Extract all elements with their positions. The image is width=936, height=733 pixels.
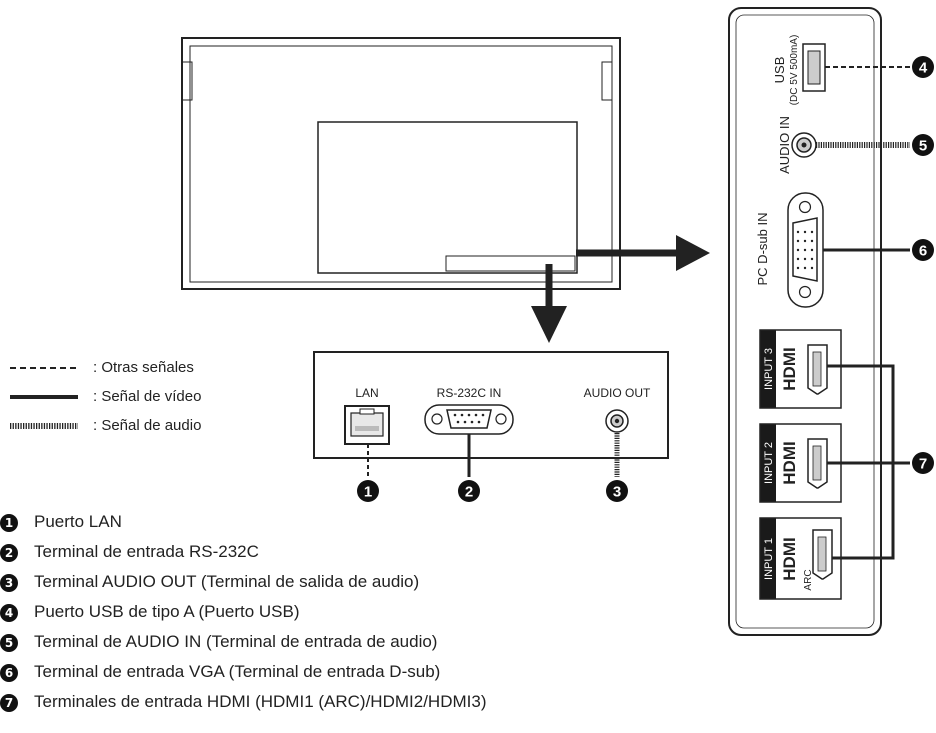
list-item-text: Terminales de entrada HDMI (HDMI1 (ARC)/… xyxy=(34,692,487,711)
callout-5: 5 xyxy=(912,134,934,156)
list-item-text: Puerto LAN xyxy=(34,512,122,531)
hdmi-input-3: INPUT 3 HDMI xyxy=(759,329,842,409)
number-badge: 3 xyxy=(0,574,18,592)
callout-7: 7 xyxy=(912,452,934,474)
list-item-text: Puerto USB de tipo A (Puerto USB) xyxy=(34,602,300,621)
audio-in-jack-icon xyxy=(791,132,817,158)
svg-text:3: 3 xyxy=(613,484,621,501)
usb-sub-label: (DC 5V 500mA) xyxy=(789,35,800,106)
hdmi-logo: HDMI xyxy=(780,537,799,580)
usb-port-icon xyxy=(802,43,826,92)
rs232-label: RS-232C IN xyxy=(437,386,502,400)
arrow-right xyxy=(576,235,710,271)
list-item-text: Terminal de AUDIO IN (Terminal de entrad… xyxy=(34,632,438,651)
lan-port-icon xyxy=(344,405,390,445)
legend-label: : Otras señales xyxy=(93,359,194,376)
svg-text:6: 6 xyxy=(919,243,927,260)
audio-in-label: AUDIO IN xyxy=(777,116,792,174)
callout-6: 6 xyxy=(912,239,934,261)
pc-dsub-label: PC D-sub IN xyxy=(755,213,770,286)
input1-label: INPUT 1 xyxy=(763,538,775,580)
input3-label: INPUT 3 xyxy=(763,348,775,390)
hdmi-input-1: INPUT 1 HDMI ARC xyxy=(759,517,842,600)
number-badge: 7 xyxy=(0,694,18,712)
number-badge: 1 xyxy=(0,514,18,532)
list-item-text: Terminal de entrada VGA (Terminal de ent… xyxy=(34,662,441,681)
arrow-down xyxy=(531,264,567,343)
svg-text:7: 7 xyxy=(919,456,927,473)
list-item-text: Terminal AUDIO OUT (Terminal de salida d… xyxy=(34,572,420,591)
bottom-connector-panel: LAN RS-232C IN AUDIO OUT xyxy=(313,351,669,477)
rs232c-port-icon xyxy=(424,404,514,435)
number-badge: 5 xyxy=(0,634,18,652)
arc-label: ARC xyxy=(803,569,814,590)
hdmi-bracket xyxy=(827,364,910,560)
legend-label: : Señal de vídeo xyxy=(93,388,202,405)
list-item-text: Terminal de entrada RS-232C xyxy=(34,542,259,561)
input2-label: INPUT 2 xyxy=(763,442,775,484)
lan-label: LAN xyxy=(355,386,378,400)
number-badge: 6 xyxy=(0,664,18,682)
callouts: 1 2 3 4 5 6 7 xyxy=(357,56,934,502)
hdmi-logo: HDMI xyxy=(780,441,799,484)
number-badge: 4 xyxy=(0,604,18,622)
callout-3: 3 xyxy=(606,480,628,502)
number-badge: 2 xyxy=(0,544,18,562)
svg-text:2: 2 xyxy=(465,484,473,501)
callout-2: 2 xyxy=(458,480,480,502)
svg-text:1: 1 xyxy=(364,484,372,501)
audio-out-jack-icon xyxy=(605,409,629,433)
callout-4: 4 xyxy=(912,56,934,78)
port-description-list: 1 Puerto LAN 2 Terminal de entrada RS-23… xyxy=(0,512,700,732)
hdmi-logo: HDMI xyxy=(780,347,799,390)
callout-1: 1 xyxy=(357,480,379,502)
legend-lines xyxy=(10,367,78,429)
audio-out-label: AUDIO OUT xyxy=(584,386,651,400)
side-connector-panel: USB (DC 5V 500mA) AUDIO IN PC D-sub IN xyxy=(728,7,910,636)
usb-label: USB xyxy=(772,57,787,84)
svg-text:5: 5 xyxy=(919,138,927,155)
legend-label: : Señal de audio xyxy=(93,417,202,434)
vga-port-icon xyxy=(787,192,824,308)
hdmi-input-2: INPUT 2 HDMI xyxy=(759,423,842,503)
tv-back-view xyxy=(181,37,621,290)
svg-text:4: 4 xyxy=(919,60,928,77)
